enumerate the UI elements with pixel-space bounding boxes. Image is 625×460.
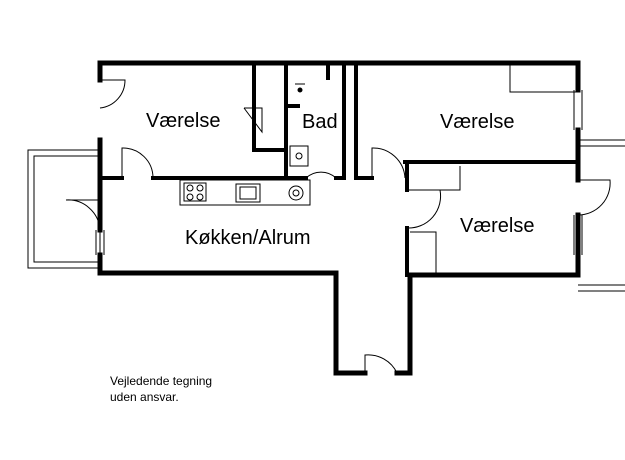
room-label-vaerelse-2: Værelse <box>440 111 514 133</box>
disclaimer-line-1: Vejledende tegning <box>110 374 213 388</box>
disclaimer-line-2: uden ansvar. <box>110 390 179 404</box>
room-label-vaerelse-3: Værelse <box>460 215 534 237</box>
interior-walls <box>98 61 580 277</box>
doors <box>65 79 611 374</box>
room-label-kokken: Køkken/Alrum <box>185 227 311 249</box>
sink-icon <box>289 145 309 167</box>
kitchen-sink-icon <box>235 183 261 203</box>
room-label-vaerelse-1: Værelse <box>146 110 220 132</box>
thin-details <box>27 63 625 292</box>
room-label-bad: Bad <box>302 111 338 133</box>
exterior-walls <box>97 60 581 376</box>
dishwasher-icon <box>288 185 304 201</box>
bathroom-fixtures <box>289 83 309 167</box>
disclaimer: Vejledende tegning uden ansvar. <box>110 373 212 405</box>
stove-icon <box>183 182 207 202</box>
kitchen-fixtures <box>183 182 304 203</box>
shower-drain-icon <box>297 87 303 93</box>
